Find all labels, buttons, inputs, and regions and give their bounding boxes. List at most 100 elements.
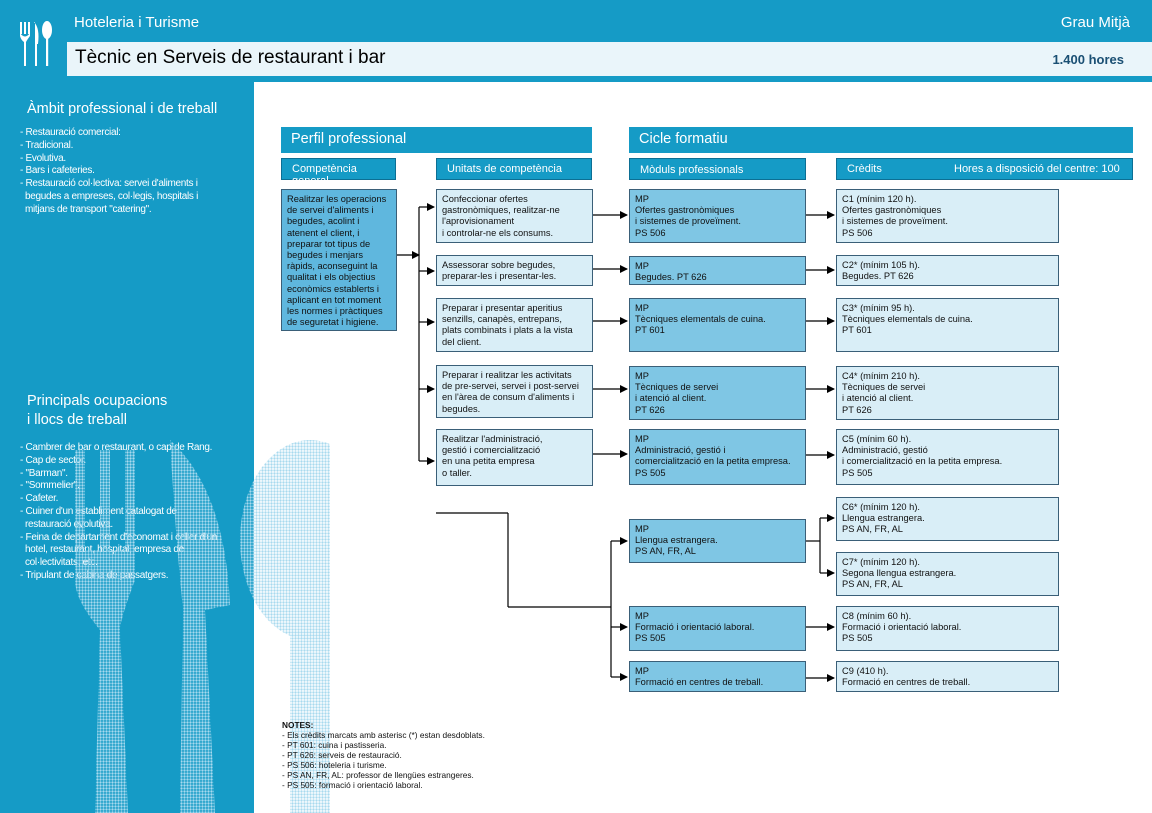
credit-box-line: Llengua estrangera. xyxy=(842,513,925,524)
ocupacio-item: - Cambrer de bar o restaurant, o cap de … xyxy=(20,442,213,453)
unitat-box-line: Preparar i realitzar les activitats xyxy=(442,370,572,380)
modul-box-line: Begudes. PT 626 xyxy=(635,272,707,283)
ocupacions-list: - Cambrer de bar o restaurant, o cap de … xyxy=(20,442,217,583)
ocupacio-item: - Cafeter. xyxy=(20,493,59,505)
modul-box-line: MP xyxy=(635,261,649,271)
unitat-box-line: i controlar-ne els consums. xyxy=(442,227,554,238)
modul-box-line: PT 626 xyxy=(635,404,665,415)
credit-box-line: C4* (mínim 210 h). xyxy=(842,371,921,381)
course-hours: 1.400 hores xyxy=(1052,52,1124,67)
unitat-box-line: en l'àrea de consum d'aliments i xyxy=(442,392,575,403)
credit-box-line: C7* (mínim 120 h). xyxy=(842,557,921,567)
left-panel: Àmbit professional i de treball - Restau… xyxy=(0,82,254,813)
competencia-general-box-line: de servei d'aliments i xyxy=(287,205,374,216)
modul-box-line: MP xyxy=(635,434,649,444)
credit-box: C2* (mínim 105 h).Begudes. PT 626 xyxy=(836,255,1059,286)
sector-title: Hoteleria i Turisme xyxy=(74,14,200,31)
ambit-item: mitjans de transport "catering". xyxy=(20,203,152,215)
note-item: - PT 601: cuina i pastisseria. xyxy=(282,740,387,750)
unitat-box-line: begudes. xyxy=(442,403,481,414)
modul-box-line: Ofertes gastronòmiques xyxy=(635,205,735,216)
unitat-box-line: o taller. xyxy=(442,467,472,478)
ocupacio-item: - Cap de sector. xyxy=(20,454,86,466)
moduls-header: Mòduls professionals xyxy=(629,158,806,180)
modul-box-line: MP xyxy=(635,194,649,204)
credit-box-line: Administració, gestió xyxy=(842,445,928,456)
competencia-general-box-line: ràpids, aconseguint la xyxy=(287,261,378,272)
credit-box-line: PT 626 xyxy=(842,404,872,415)
credit-box-line: Tècniques de servei xyxy=(842,382,926,393)
ocupacio-item: restauració evolutiva. xyxy=(20,518,113,530)
course-title: Tècnic en Serveis de restaurant i bar xyxy=(75,47,386,68)
modul-box-line: MP xyxy=(635,524,649,534)
competencia-general-box-line: les normes i pràctiques xyxy=(287,306,383,317)
modul-box-line: PS 505 xyxy=(635,467,666,478)
modul-box-line: PT 601 xyxy=(635,325,665,336)
modul-box-line: MP xyxy=(635,611,649,621)
perfil-header: Perfil professional xyxy=(281,127,592,153)
competencia-general-box-line: qualitat i els objectius xyxy=(287,272,376,283)
credit-box-line: C9 (410 h). xyxy=(842,666,889,676)
ocupacio-item: - Feina de departament d'economat i cell… xyxy=(20,531,218,543)
ambit-item: - Evolutiva. xyxy=(20,152,66,164)
unitat-box: Realitzar l'administració,gestió i comer… xyxy=(436,429,593,486)
modul-box-line: PS AN, FR, AL xyxy=(635,546,696,557)
credit-box-line: PS AN, FR, AL xyxy=(842,579,903,590)
modul-box-line: MP xyxy=(635,371,649,381)
unitat-box-line: gestió i comercialització xyxy=(442,445,541,456)
credit-box-line: PT 601 xyxy=(842,325,872,336)
credit-box-line: Segona llengua estrangera. xyxy=(842,568,957,579)
credit-box-line: i atenció al client. xyxy=(842,393,914,404)
header-top: Hoteleria i Turisme Grau Mitjà xyxy=(62,0,1152,42)
unitat-box-line: senzills, canapès, entrepans, xyxy=(442,314,562,325)
unitat-box-line: Assessorar sobre begudes, xyxy=(442,260,556,270)
credit-box: C7* (mínim 120 h).Segona llengua estrang… xyxy=(836,552,1059,596)
modul-box-line: i atenció al client. xyxy=(635,393,707,404)
credit-box-line: PS 506 xyxy=(842,227,873,238)
competencia-general-header: Competència general xyxy=(281,158,396,187)
ambit-item: - Tradicional. xyxy=(20,139,74,151)
ocupacio-item: - Cuiner d'un establiment catalogat de xyxy=(20,505,177,517)
credit-box-line: C8 (mínim 60 h). xyxy=(842,611,912,621)
hores-centre: Hores a disposició del centre: 100 xyxy=(954,163,1120,175)
unitats-header: Unitats de competència xyxy=(436,158,592,180)
credit-box-line: i sistemes de proveïment. xyxy=(842,216,948,227)
credit-box-line: PS AN, FR, AL xyxy=(842,524,903,535)
unitat-box-line: en una petita empresa xyxy=(442,456,535,467)
modul-box-line: i sistemes de proveïment. xyxy=(635,216,741,227)
modul-box-line: Administració, gestió i xyxy=(635,445,726,456)
credit-box-line: i comercialització en la petita empresa. xyxy=(842,456,1003,467)
ambit-title: Àmbit professional i de treball xyxy=(27,101,218,117)
modul-box-line: PS 505 xyxy=(635,633,666,644)
cicle-header: Cicle formatiu xyxy=(629,127,1133,153)
note-item: - PS AN, FR, AL: professor de llengües e… xyxy=(282,770,474,780)
ambit-list: - Restauració comercial:- Tradicional.- … xyxy=(20,127,198,217)
competencia-general-box-line: atenent el client, i xyxy=(287,227,360,238)
note-item: - Els crèdits marcats amb asterisc (*) e… xyxy=(282,730,485,740)
ocupacio-item: hotel, restaurant, hospital, empresa de xyxy=(20,544,184,556)
ocupacio-item: col·lectivitats, etc. xyxy=(20,557,98,569)
credit-box: C6* (mínim 120 h).Llengua estrangera.PS … xyxy=(836,497,1059,541)
logo xyxy=(0,0,62,82)
ambit-item: - Restauració col·lectiva: servei d'alim… xyxy=(20,178,198,190)
cutlery-icon xyxy=(20,21,52,66)
modul-box-line: Formació en centres de treball. xyxy=(635,677,764,688)
credit-box-line: Begudes. PT 626 xyxy=(842,271,914,282)
unitat-box-line: Preparar i presentar aperitius xyxy=(442,303,563,313)
unitat-box-line: l'aprovisionament xyxy=(442,216,515,227)
credit-box-line: Ofertes gastronòmiques xyxy=(842,205,942,216)
credit-box-line: C2* (mínim 105 h). xyxy=(842,260,921,270)
unitat-box-line: de pre-servei, servei i post-servei xyxy=(442,381,579,392)
notes: NOTES: - Els crèdits marcats amb asteris… xyxy=(282,720,485,790)
modul-box-line: MP xyxy=(635,303,649,313)
credit-box-line: Tècniques elementals de cuina. xyxy=(842,314,973,325)
credits-label: Crèdits xyxy=(847,163,882,175)
